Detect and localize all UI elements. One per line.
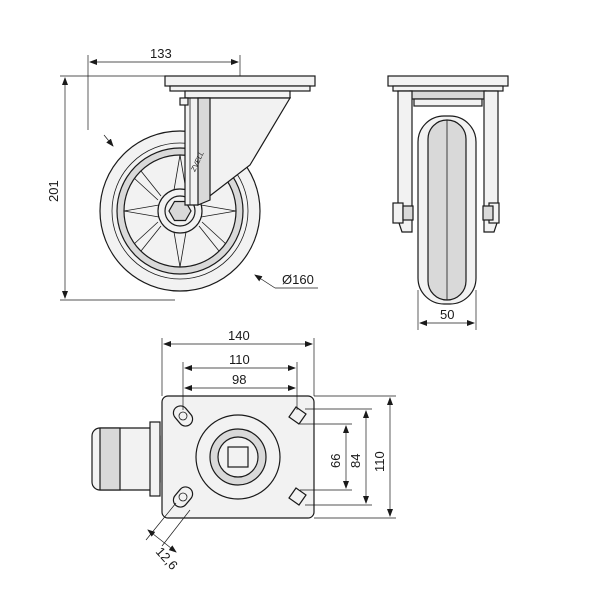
mounting-hole <box>288 487 307 506</box>
top-plate-view: 140 110 98 66 84 110 12,6 <box>91 328 396 573</box>
dim-slot-width: 12,6 <box>153 544 181 573</box>
dim-slot-long: 84 <box>348 454 363 468</box>
dim-hole-inner: 98 <box>232 372 246 387</box>
mounting-slot <box>172 405 194 427</box>
side-swivel-ring <box>184 90 291 99</box>
mounting-slot <box>172 486 194 508</box>
mounting-hole <box>288 406 307 425</box>
dim-wheel-width: 50 <box>440 307 454 322</box>
side-view: ZVELL 133 201 Ø160 <box>46 46 318 301</box>
side-top-plate <box>164 75 316 87</box>
front-top-plate <box>387 75 509 87</box>
dim-offset: 133 <box>150 46 172 61</box>
front-view: 50 <box>387 75 509 330</box>
dim-slot-short: 66 <box>328 454 343 468</box>
center-bolt <box>227 446 249 468</box>
front-fork-left <box>397 90 413 233</box>
dim-height: 201 <box>46 180 61 202</box>
dim-line-slot-width <box>147 529 177 553</box>
dim-plate-length: 110 <box>372 451 387 472</box>
front-axle-left <box>392 202 404 224</box>
dim-wheel-diameter: Ø160 <box>282 272 314 287</box>
side-plate-flange <box>169 85 311 92</box>
dim-hole-outer: 110 <box>229 352 250 367</box>
side-fork <box>184 97 292 206</box>
dim-plate-width: 140 <box>228 328 250 343</box>
